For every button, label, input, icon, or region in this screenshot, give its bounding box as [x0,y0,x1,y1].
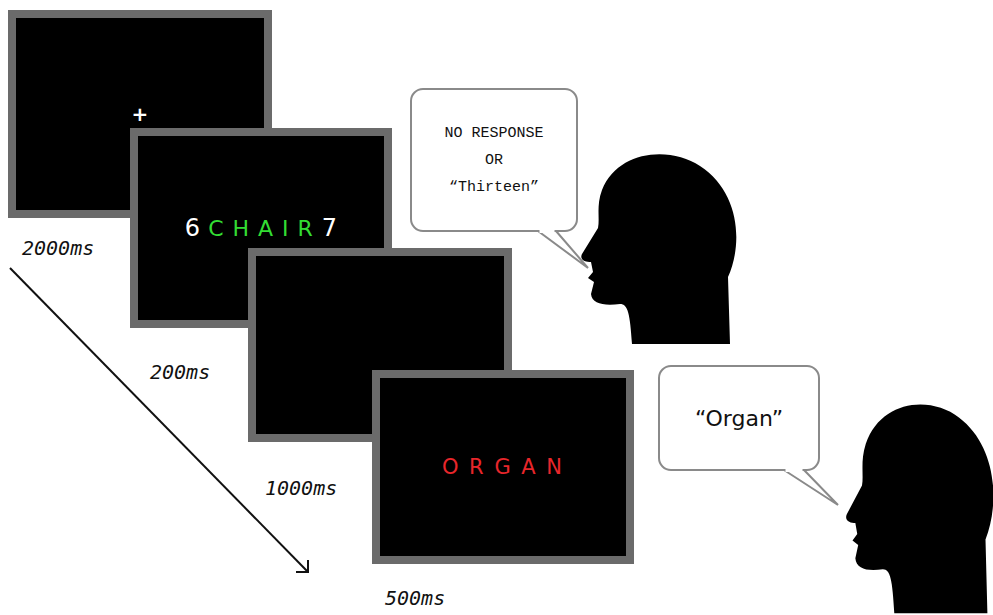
duration-label: 500ms [385,586,445,610]
target-word: O R G A N [442,455,564,479]
flanker-digit: 6 [185,214,200,242]
duration-label: 200ms [150,360,210,384]
duration-label: 2000ms [22,236,94,260]
head-silhouette [581,154,736,344]
response-text: NO RESPONSE [444,125,543,142]
speech-bubble: NO RESPONSE OR “Thirteen” [410,88,578,232]
response-text: OR [485,152,503,169]
fixation-cross: + [132,102,149,126]
response-text: “Thirteen” [449,179,539,196]
distractor-word: C H A I R [208,216,314,241]
target-screen: O R G A N [372,370,634,564]
head-silhouette [846,404,993,613]
flanker-digit: 7 [322,214,337,242]
speech-bubble: “Organ” [658,365,820,471]
response-text: “Organ” [695,406,783,431]
stimulus-row: 6 C H A I R 7 [185,214,337,242]
duration-label: 1000ms [265,476,337,500]
